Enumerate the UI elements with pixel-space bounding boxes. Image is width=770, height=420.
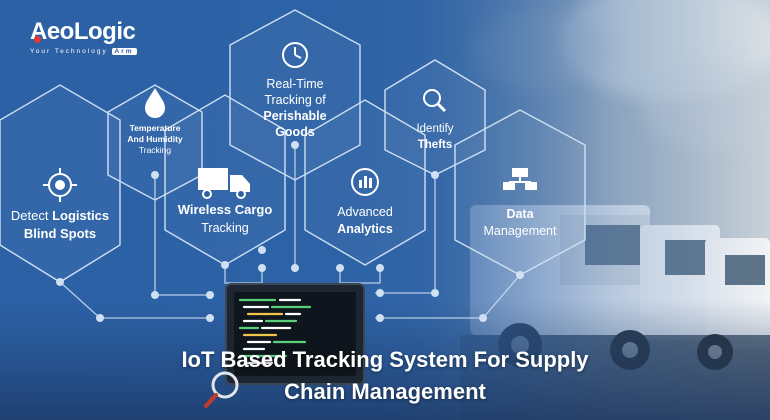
drop-icon xyxy=(144,88,166,118)
svg-text:Identify: Identify xyxy=(416,123,453,135)
svg-text:Tracking of: Tracking of xyxy=(264,93,326,107)
feature-analytics: Advanced Analytics xyxy=(337,205,393,236)
svg-text:Analytics: Analytics xyxy=(337,222,393,236)
feature-detect: Detect Logistics Blind Spots xyxy=(11,208,109,241)
svg-text:Tracking: Tracking xyxy=(201,221,249,235)
svg-text:Wireless Cargo: Wireless Cargo xyxy=(178,202,273,217)
brand-logo: AeoLogic Your Technology Arm xyxy=(30,18,137,55)
svg-text:Detect Logistics: Detect Logistics xyxy=(11,208,109,223)
feature-thefts: Identify Thefts xyxy=(416,123,453,151)
brand-name: AeoLogic xyxy=(30,18,136,45)
magnifier-icon xyxy=(204,371,239,408)
svg-text:Blind Spots: Blind Spots xyxy=(24,226,96,241)
target-icon xyxy=(43,168,77,202)
page-title-line2: Chain Management xyxy=(284,379,486,404)
logo-dot xyxy=(34,36,41,43)
circuit-nodes xyxy=(56,141,524,322)
feature-temperature: Temperature And Humidity Tracking xyxy=(127,123,183,155)
feature-wireless-cargo: Wireless Cargo Tracking xyxy=(178,202,273,235)
feature-real-time: Real-Time Tracking of Perishable Goods xyxy=(263,77,326,139)
search-icon xyxy=(423,89,447,113)
svg-text:Advanced: Advanced xyxy=(337,205,393,219)
laptop-icon xyxy=(225,283,365,385)
database-icon xyxy=(503,168,537,190)
svg-text:Perishable: Perishable xyxy=(263,109,326,123)
clock-icon xyxy=(282,42,308,68)
page-title-line1: IoT Based Tracking System For Supply xyxy=(181,347,589,372)
svg-text:Goods: Goods xyxy=(275,125,315,139)
truck-icon xyxy=(198,168,250,199)
svg-text:Management: Management xyxy=(484,224,557,238)
brand-tagline: Your Technology Arm xyxy=(30,48,137,55)
svg-text:And Humidity: And Humidity xyxy=(127,134,183,144)
svg-text:Temperature: Temperature xyxy=(130,123,181,133)
chart-icon xyxy=(351,168,379,196)
svg-text:Thefts: Thefts xyxy=(418,139,453,151)
feature-data: Data Management xyxy=(484,207,557,238)
svg-text:Tracking: Tracking xyxy=(139,145,172,155)
svg-text:Data: Data xyxy=(506,207,534,221)
svg-text:Real-Time: Real-Time xyxy=(266,77,323,91)
